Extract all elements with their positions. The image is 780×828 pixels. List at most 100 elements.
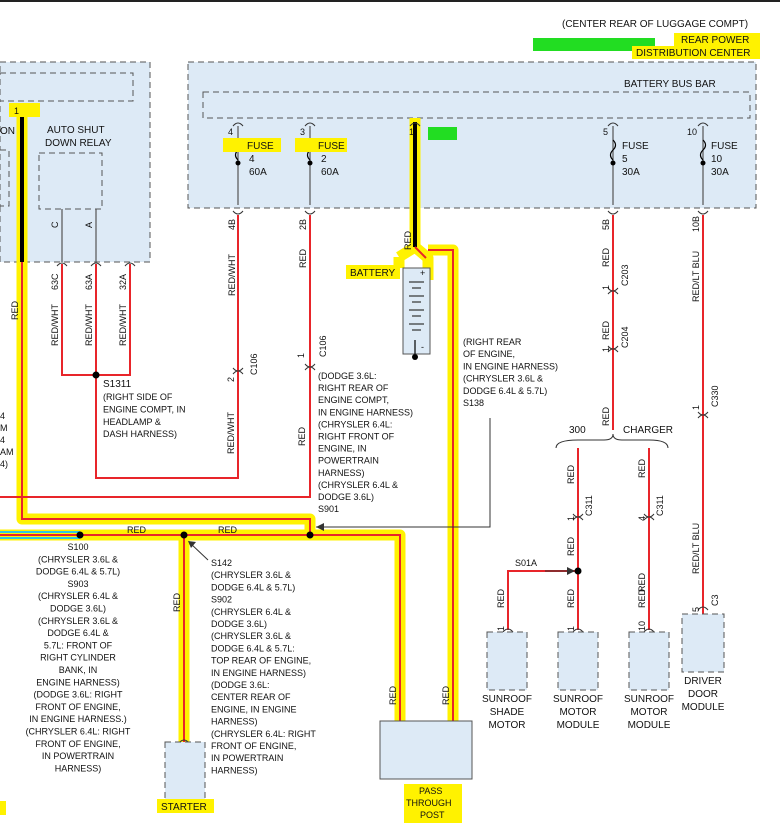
c204-pin: 1 xyxy=(601,347,611,352)
c106-pin-a: 2 xyxy=(226,377,236,382)
pass-wire-a: RED xyxy=(388,685,398,705)
c106-label-b: C106 xyxy=(318,335,328,357)
module-name-line: SUNROOF xyxy=(553,694,603,705)
fuse5-amps: 30A xyxy=(622,167,640,178)
s901-line: IN ENGINE HARNESS) xyxy=(318,407,413,417)
s1311-line: ENGINE COMPT, IN xyxy=(103,404,186,414)
c330-label: C330 xyxy=(710,385,720,407)
c311b-label: C311 xyxy=(655,495,665,516)
c203-label: C203 xyxy=(620,264,630,286)
c311a-label: C311 xyxy=(584,495,594,516)
s138-line: OF ENGINE, xyxy=(463,349,515,359)
fuse5-wire: RED xyxy=(601,247,611,267)
starter-highlight xyxy=(157,799,214,813)
c204-wire: RED xyxy=(601,406,611,426)
asd-label-1: AUTO SHUT xyxy=(47,125,105,136)
s142-line: ENGINE, IN ENGINE xyxy=(211,704,297,714)
fuse5-pin: 5 xyxy=(603,127,608,137)
s142-line: IN POWERTRAIN xyxy=(211,753,283,763)
fuse10-num: 10 xyxy=(711,154,723,165)
charger-code: 300 xyxy=(569,425,586,436)
left-on-text: ON xyxy=(0,126,15,137)
s1311-line: (RIGHT SIDE OF xyxy=(103,392,173,402)
rpdc-highlight-2 xyxy=(632,46,760,59)
fuse2-num: 2 xyxy=(321,154,327,165)
left-frag-2: M xyxy=(0,423,8,433)
battery-wire: RED xyxy=(403,230,413,250)
arrowheads xyxy=(188,523,575,575)
module-name-line: DRIVER xyxy=(684,676,722,687)
fuse-dots xyxy=(235,160,706,166)
s138-line: IN ENGINE HARNESS) xyxy=(463,361,558,371)
s100-line: IN ENGINE HARNESS.) xyxy=(29,714,127,724)
fuse4-pin: 4 xyxy=(228,127,233,137)
s1311-id: S1311 xyxy=(103,379,132,390)
module-name-line: SUNROOF xyxy=(482,694,532,705)
s100-note: S100(CHRYSLER 3.6L &DODGE 6.4L & 5.7L)S9… xyxy=(26,542,131,773)
s901-line: (DODGE 3.6L: xyxy=(318,371,377,381)
fuse10-label: FUSE xyxy=(711,141,738,152)
c311b-wire: RED xyxy=(637,572,647,592)
fuse10-amps: 30A xyxy=(711,167,729,178)
s100-line: DODGE 3.6L) xyxy=(50,604,106,614)
s1311-line: DASH HARNESS) xyxy=(103,429,177,439)
rpdc-label-2: DISTRIBUTION CENTER xyxy=(636,48,750,59)
s142-line: DODGE 6.4L & 5.7L) xyxy=(211,582,295,592)
fuse2-pin: 3 xyxy=(300,127,305,137)
pass-wire-b: RED xyxy=(441,685,451,705)
asd-relay-box xyxy=(38,152,103,210)
left-edge-highlight xyxy=(0,801,6,815)
module-name-line: SHADE xyxy=(490,707,525,718)
s142-line: DODGE 6.4L & 5.7L: xyxy=(211,643,295,653)
module1-wire: RED xyxy=(496,588,506,608)
s142-line: DODGE 3.6L) xyxy=(211,619,267,629)
c3-label: C3 xyxy=(710,594,720,606)
module-name-line: MOTOR xyxy=(559,707,596,718)
left-frag-5: 4) xyxy=(0,459,8,469)
s100-line: RIGHT CYLINDER xyxy=(40,653,116,663)
charger-wire-a: RED xyxy=(566,464,576,484)
starter-label: STARTER xyxy=(161,802,207,813)
bus-bar-label: BATTERY BUS BAR xyxy=(624,79,716,90)
s901-line: DODGE 3.6L) xyxy=(318,492,374,502)
fuse10-out-pin: 10B xyxy=(691,216,701,232)
red-wires xyxy=(0,215,704,742)
s100-line: (CHRYSLER 3.6L & xyxy=(38,554,118,564)
module-name-line: MOTOR xyxy=(630,707,667,718)
battery-plus: + xyxy=(420,268,425,278)
left-wire-color: RED xyxy=(10,300,20,320)
horiz-wire-1: RED xyxy=(127,525,147,535)
fuse2-out-pin: 2B xyxy=(298,219,308,230)
s142-line: (CHRYSLER 6.4L & xyxy=(211,607,291,617)
c330-pin: 1 xyxy=(691,405,701,410)
s901-line: RIGHT FRONT OF xyxy=(318,432,395,442)
module-name-line: DOOR xyxy=(688,689,718,700)
s100-line: BANK, IN xyxy=(59,665,98,675)
s100-line: (CHRYSLER 6.4L: RIGHT xyxy=(26,727,131,737)
c106-wire-a: RED/WHT xyxy=(226,412,236,454)
relay-pin-63c: 63C xyxy=(50,273,60,290)
c106-wire-b: RED xyxy=(297,426,307,446)
pass-label-1: PASS xyxy=(419,786,442,796)
asd-label-2: DOWN RELAY xyxy=(45,138,112,149)
s100-line: 5.7L: FRONT OF xyxy=(44,640,113,650)
module-name-line: MOTOR xyxy=(488,720,525,731)
s142-line: (DODGE 3.6L: xyxy=(211,680,270,690)
c311a-wire: RED xyxy=(566,536,576,556)
s138-line: S138 xyxy=(463,398,484,408)
module3-pin: 10 xyxy=(637,621,647,631)
s142-line: IN ENGINE HARNESS) xyxy=(211,668,306,678)
c311b-pin: 4 xyxy=(637,516,647,521)
module-name-line: SUNROOF xyxy=(624,694,674,705)
fuse5-label: FUSE xyxy=(622,141,649,152)
pass-label-2: THROUGH xyxy=(406,798,452,808)
module2-pin: 1 xyxy=(566,626,576,631)
module-names: SUNROOFSHADEMOTORSUNROOFMOTORMODULESUNRO… xyxy=(482,676,725,731)
s138-line: (RIGHT REAR xyxy=(463,337,522,347)
green-marker-2 xyxy=(428,127,457,140)
s01a-label: S01A xyxy=(515,558,537,568)
relay-wire-32a: RED/WHT xyxy=(118,304,128,346)
s901-line: RIGHT REAR OF xyxy=(318,383,389,393)
s138-line: (CHRYSLER 3.6L & xyxy=(463,374,543,384)
